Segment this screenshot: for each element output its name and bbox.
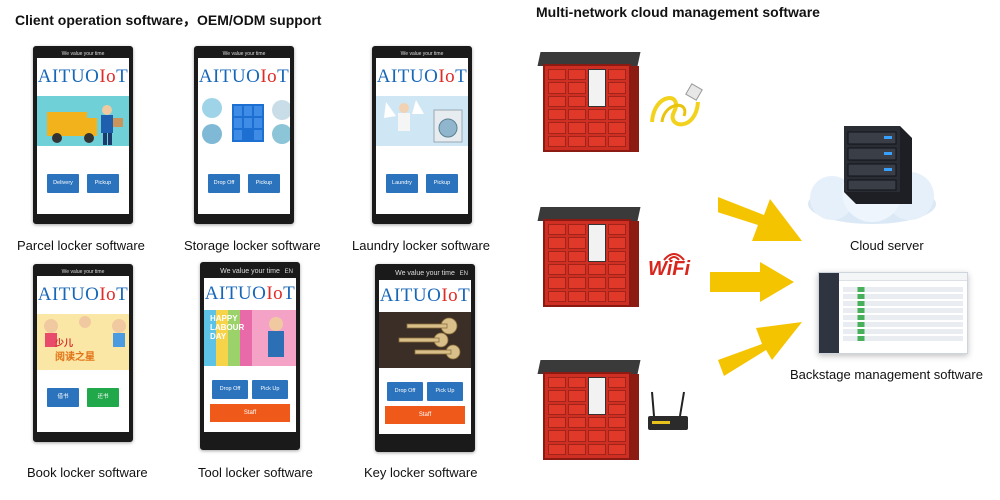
book-image-title: 少儿 <box>55 338 74 348</box>
language-toggle[interactable]: EN <box>459 271 468 277</box>
client-software-heading: Client operation software，OEM/ODM suppor… <box>15 12 322 28</box>
arrow-to-cloud-icon <box>718 197 802 241</box>
device-bottom-bar <box>198 214 290 220</box>
labour-happy-text: HAPPY <box>210 314 238 323</box>
book-image-subtitle: 阅读之星 <box>55 352 95 363</box>
device-bottom-bar <box>37 214 129 220</box>
keys-image <box>379 312 471 368</box>
aituo-iot-logo: AITUOIoT <box>37 66 129 87</box>
device-bottom-bar <box>204 432 296 446</box>
smart-locker-3 <box>537 360 641 462</box>
device-bottom-bar <box>379 434 471 448</box>
aituo-iot-logo: AITUOIoT <box>204 283 296 304</box>
drop-off-button[interactable]: Drop Off <box>387 382 423 401</box>
pick-up-button[interactable]: Pick Up <box>252 380 288 399</box>
parcel-locker-screen: We value your time AITUOIoT Delivery Pic… <box>33 46 133 224</box>
key-locker-screen: We value your time EN AITUOIoT Drop Off … <box>375 264 475 452</box>
cloud-software-heading: Multi-network cloud management software <box>536 4 820 20</box>
pickup-button[interactable]: Pickup <box>426 174 458 193</box>
aituo-iot-logo: AITUOIoT <box>379 285 471 306</box>
parcel-locker-caption: Parcel locker software <box>17 238 145 253</box>
staff-button[interactable]: Staff <box>210 404 290 422</box>
wifi-waves-icon <box>663 253 685 261</box>
tool-locker-caption: Tool locker software <box>198 465 313 480</box>
device-top-bar: We value your time <box>37 50 129 58</box>
wifi-icon: WiFi <box>648 258 691 280</box>
device-bottom-bar <box>37 432 129 438</box>
return-book-button[interactable]: 还书 <box>87 388 119 407</box>
laundry-button[interactable]: Laundry <box>386 174 418 193</box>
pickup-button[interactable]: Pickup <box>248 174 280 193</box>
device-top-bar: We value your time <box>376 50 468 58</box>
pickup-button[interactable]: Pickup <box>87 174 119 193</box>
borrow-book-button[interactable]: 借书 <box>47 388 79 407</box>
children-reading-image: 少儿 阅读之星 <box>37 314 129 370</box>
laundry-locker-caption: Laundry locker software <box>352 238 491 253</box>
4g-router-icon <box>648 391 688 430</box>
arrow-right-icon <box>710 262 794 302</box>
aituo-iot-logo: AITUOIoT <box>37 284 129 305</box>
delivery-button[interactable]: Delivery <box>47 174 79 193</box>
drop-off-button[interactable]: Drop Off <box>208 174 240 193</box>
language-toggle[interactable]: EN <box>284 269 293 275</box>
cloud-server-caption: Cloud server <box>850 238 924 253</box>
book-locker-caption: Book locker software <box>27 465 148 480</box>
device-bottom-bar <box>376 214 468 220</box>
device-top-bar: We value your time EN <box>204 266 296 278</box>
laundry-image <box>376 96 468 146</box>
labour-day-text: DAY <box>210 332 227 341</box>
delivery-man-image <box>37 96 129 146</box>
book-locker-screen: We value your time AITUOIoT 少儿 阅读之星 借书 还… <box>33 264 133 442</box>
storage-lockers-image <box>198 96 290 146</box>
storage-locker-screen: We value your time AITUOIoT Drop Off Pic… <box>194 46 294 224</box>
staff-button[interactable]: Staff <box>385 406 465 424</box>
backstage-caption: Backstage management software <box>790 367 983 382</box>
labour-day-image: HAPPY LABOUR DAY <box>204 310 296 366</box>
drop-off-button[interactable]: Drop Off <box>212 380 248 399</box>
aituo-iot-logo: AITUOIoT <box>376 66 468 87</box>
key-locker-caption: Key locker software <box>364 465 478 480</box>
device-top-bar: We value your time <box>198 50 290 58</box>
laundry-locker-screen: We value your time AITUOIoT Laundry Pick… <box>372 46 472 224</box>
storage-locker-caption: Storage locker software <box>184 238 321 253</box>
device-top-bar: We value your time <box>37 268 129 276</box>
pick-up-button[interactable]: Pick Up <box>427 382 463 401</box>
smart-locker-1 <box>537 52 641 154</box>
labour-labour-text: LABOUR <box>210 323 245 332</box>
tool-locker-screen: We value your time EN AITUOIoT HAPPY LAB… <box>200 262 300 450</box>
ethernet-cable-icon <box>650 83 703 127</box>
cloud-server-icon <box>808 126 936 224</box>
smart-locker-2 <box>537 207 641 309</box>
device-top-bar: We value your time EN <box>379 268 471 280</box>
arrow-to-backstage-icon <box>718 322 802 376</box>
aituo-iot-logo: AITUOIoT <box>198 66 290 87</box>
backstage-dashboard-thumbnail <box>818 272 968 354</box>
